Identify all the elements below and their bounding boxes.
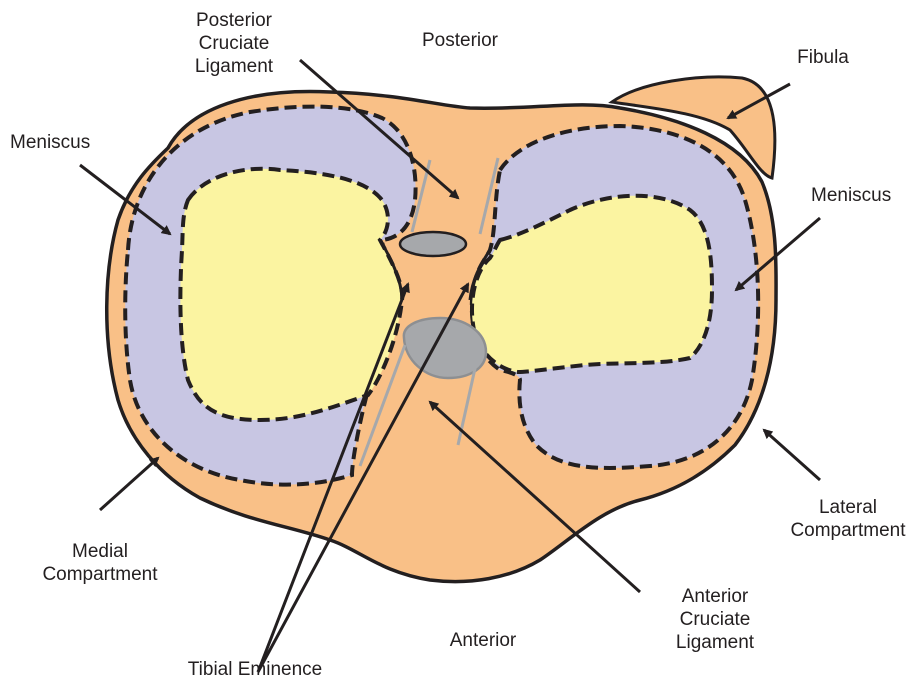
label-posterior: Posterior	[405, 29, 515, 52]
label-lateral-line-1: Lateral	[774, 496, 922, 519]
label-meniscus-right: Meniscus	[811, 184, 921, 207]
label-medial-line-2: Compartment	[25, 563, 175, 586]
label-meniscus-left: Meniscus	[10, 131, 120, 154]
label-fibula: Fibula	[783, 46, 863, 69]
label-pcl-line-2: Cruciate	[175, 32, 293, 55]
label-lateral-compartment: Lateral Compartment	[774, 496, 922, 542]
label-medial-compartment: Medial Compartment	[25, 540, 175, 586]
label-pcl-line-3: Ligament	[175, 55, 293, 78]
medial-arrow	[100, 458, 158, 510]
label-acl-line-1: Anterior	[655, 585, 775, 608]
label-medial-line-1: Medial	[25, 540, 175, 563]
label-tibial-eminence: Tibial Eminence	[155, 658, 355, 681]
pcl-attachment	[400, 232, 466, 256]
label-anterior: Anterior	[428, 629, 538, 652]
label-acl-line-2: Cruciate	[655, 608, 775, 631]
lateral-arrow	[764, 430, 820, 480]
label-pcl-line-1: Posterior	[175, 9, 293, 32]
label-acl: Anterior Cruciate Ligament	[655, 585, 775, 654]
label-pcl: Posterior Cruciate Ligament	[175, 9, 293, 78]
label-acl-line-3: Ligament	[655, 631, 775, 654]
label-lateral-line-2: Compartment	[774, 519, 922, 542]
